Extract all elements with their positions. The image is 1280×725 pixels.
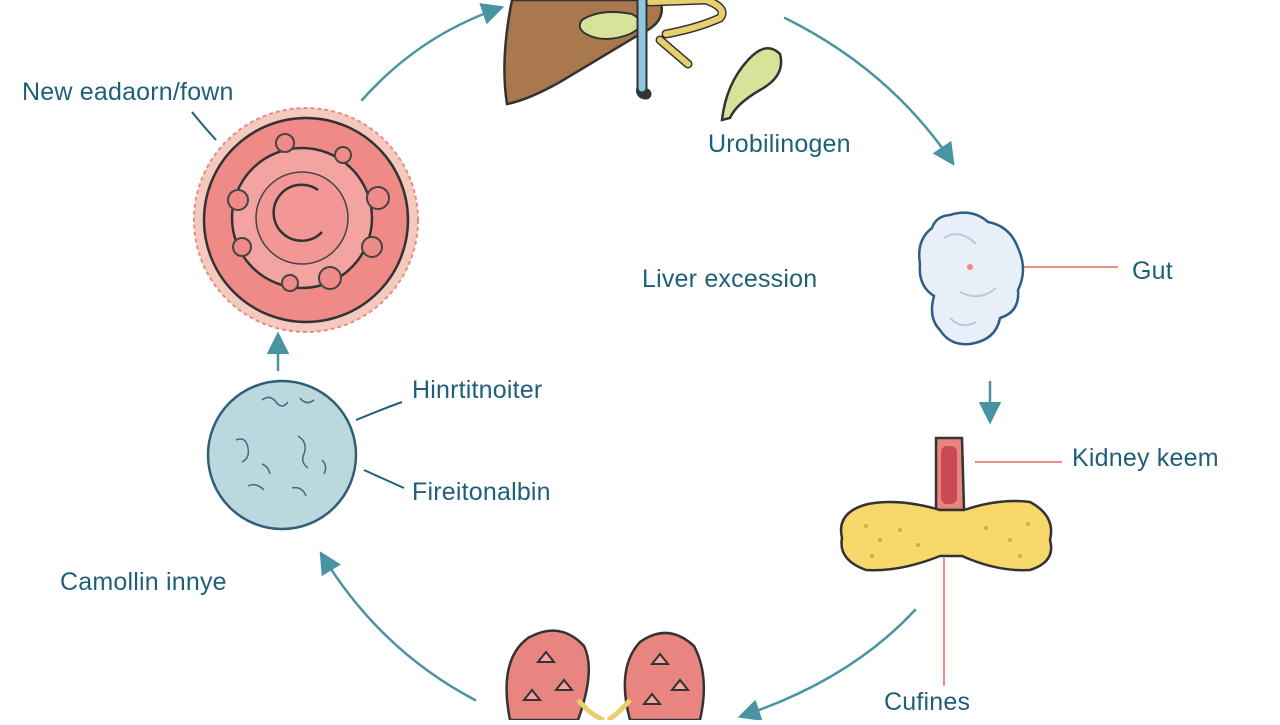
label-bilirubin: Fireitonalbin	[412, 478, 551, 506]
label-hemoglobin: Hinrtitnoiter	[412, 376, 543, 404]
label-liver-excretion: Liver excession	[642, 265, 818, 293]
arrow-cell-to-liver	[360, 3, 505, 102]
bone-illustration	[839, 436, 1053, 572]
arrow-kidney-to-macrophage	[319, 551, 477, 702]
red-blood-cell-illustration	[193, 107, 419, 333]
cycle-arrows	[266, 3, 1002, 721]
liver-illustration	[503, 0, 727, 106]
gut-illustration	[918, 211, 1025, 346]
arrow-liver-to-gut	[783, 16, 955, 166]
leader-lines	[191, 111, 1118, 686]
label-urobilinogen: Urobilinogen	[708, 130, 851, 158]
gallbladder-illustration	[720, 47, 783, 122]
label-macrophage: Camollin innye	[60, 568, 227, 596]
kidney-illustration	[505, 629, 706, 723]
label-kidney: Kidney keem	[1072, 444, 1219, 472]
arrow-bone-to-kidney	[737, 608, 917, 721]
macrophage-illustration	[206, 379, 358, 531]
label-gut: Gut	[1132, 257, 1173, 285]
label-excretion: Cufines	[884, 688, 971, 716]
label-new-cells: New eadaorn/fown	[22, 78, 234, 106]
